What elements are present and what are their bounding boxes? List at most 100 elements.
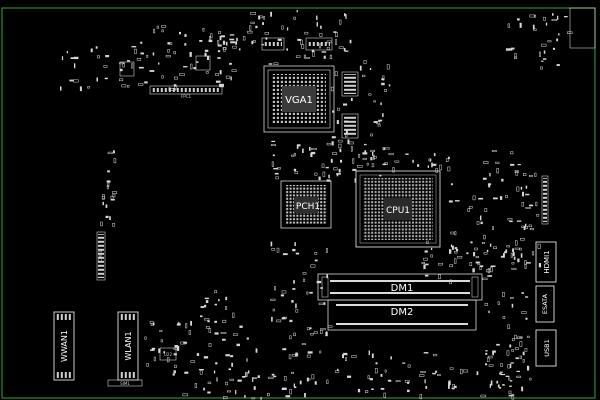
- passive-part: [138, 66, 144, 69]
- passive-part: [330, 158, 333, 163]
- passive-part: [476, 221, 480, 225]
- passive-part: [238, 48, 241, 51]
- passive-part: [306, 291, 309, 295]
- passive-part: [74, 63, 76, 69]
- passive-part: [423, 264, 426, 270]
- passive-part: [365, 390, 369, 393]
- passive-part: [250, 12, 256, 15]
- vga-chip[interactable]: VGA1: [263, 65, 335, 133]
- passive-part: [218, 31, 222, 34]
- passive-part: [492, 350, 494, 356]
- passive-part: [557, 15, 559, 20]
- wlan-slot[interactable]: WLAN1: [117, 311, 139, 381]
- passive-part: [294, 386, 297, 389]
- passive-part: [173, 370, 176, 374]
- passive-part: [167, 49, 170, 53]
- passive-part: [438, 274, 441, 280]
- passive-part: [510, 362, 514, 364]
- cpu-socket[interactable]: CPU1: [355, 170, 441, 248]
- passive-part: [229, 378, 234, 381]
- passive-part: [543, 16, 546, 21]
- passive-part: [419, 374, 425, 377]
- passive-part: [525, 317, 528, 320]
- passive-part: [371, 353, 374, 358]
- passive-part: [350, 146, 353, 152]
- passive-part: [552, 13, 554, 16]
- passive-part: [327, 325, 333, 328]
- passive-part: [488, 364, 494, 367]
- esata-port[interactable]: ESATA: [535, 285, 555, 323]
- dimm-slot-1[interactable]: DM1: [317, 273, 483, 301]
- passive-part: [316, 15, 318, 21]
- passive-part: [242, 36, 246, 41]
- passive-part: [519, 355, 522, 360]
- passive-part: [437, 374, 441, 376]
- passive-part: [363, 60, 367, 65]
- passive-part: [525, 296, 529, 298]
- passive-part: [500, 196, 503, 200]
- passive-part: [433, 153, 436, 157]
- passive-part: [136, 58, 142, 61]
- passive-part: [519, 336, 523, 338]
- passive-part: [373, 156, 377, 159]
- passive-part: [526, 335, 530, 338]
- hdmi-port[interactable]: HDMI1: [535, 241, 557, 283]
- passive-part: [267, 376, 274, 379]
- passive-part: [381, 82, 385, 86]
- passive-part: [312, 51, 315, 57]
- passive-part: [318, 43, 322, 49]
- passive-part: [517, 18, 520, 21]
- passive-part: [281, 387, 287, 390]
- passive-part: [525, 207, 531, 209]
- passive-part: [511, 349, 514, 352]
- passive-part: [231, 362, 233, 367]
- passive-part: [475, 261, 480, 264]
- passive-part: [313, 331, 318, 334]
- passive-part: [262, 22, 264, 25]
- passive-part: [261, 43, 264, 46]
- passive-part: [366, 162, 369, 166]
- passive-part: [156, 25, 159, 29]
- passive-part: [295, 309, 299, 313]
- passive-part: [514, 247, 520, 250]
- passive-part: [450, 244, 453, 248]
- passive-part: [329, 54, 333, 60]
- passive-part: [225, 41, 228, 46]
- passive-part: [505, 48, 511, 51]
- pch-chip[interactable]: PCH1: [280, 180, 332, 229]
- passive-part: [490, 380, 493, 386]
- passive-part: [189, 52, 192, 57]
- passive-part: [380, 388, 385, 390]
- passive-part: [167, 42, 173, 45]
- passive-part: [336, 173, 341, 175]
- wwan-slot[interactable]: WWAN1: [53, 311, 75, 381]
- passive-part: [179, 31, 181, 35]
- passive-part: [219, 70, 222, 75]
- passive-part: [61, 56, 64, 61]
- passive-part: [423, 352, 429, 354]
- passive-part: [514, 334, 517, 340]
- passive-part: [294, 171, 298, 174]
- passive-part: [490, 265, 496, 267]
- dimm-slot-2[interactable]: DM2: [327, 299, 477, 331]
- passive-part: [122, 63, 125, 68]
- passive-part: [296, 10, 298, 13]
- passive-part: [110, 199, 115, 201]
- passive-part: [381, 78, 385, 81]
- passive-part: [454, 231, 457, 236]
- passive-part: [290, 371, 294, 374]
- passive-part: [510, 163, 515, 166]
- passive-part: [375, 362, 378, 365]
- passive-part: [310, 152, 313, 157]
- passive-part: [511, 303, 514, 308]
- passive-part: [244, 395, 246, 398]
- passive-part: [190, 63, 193, 70]
- right-edge-connector: [541, 7, 596, 225]
- usb-port[interactable]: USB1: [535, 329, 557, 367]
- passive-part: [485, 352, 488, 355]
- passive-part: [285, 395, 291, 398]
- passive-part: [174, 364, 177, 368]
- passive-part: [176, 345, 180, 351]
- passive-part: [314, 252, 318, 255]
- passive-part: [105, 55, 110, 58]
